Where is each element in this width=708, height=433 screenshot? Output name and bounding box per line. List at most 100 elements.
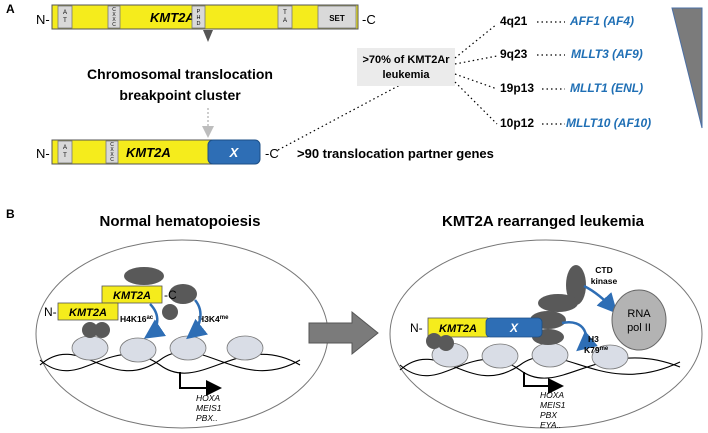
panel-b-label: B (6, 207, 15, 221)
right-n-terminus: N- (410, 321, 423, 335)
nucleosome (591, 344, 629, 370)
connector-10p12 (454, 81, 498, 125)
h3k79-methylation-arrow (561, 320, 598, 352)
fusion-x-label: X (509, 321, 519, 335)
fusion-c-terminus: -C (265, 146, 279, 161)
n-terminus-label: N- (36, 12, 50, 27)
nucleosome (119, 337, 157, 363)
ctd-label-line2: kinase (591, 276, 618, 286)
complex-subunit (124, 267, 164, 285)
rna-pol-ii (611, 289, 667, 351)
normal-title: Normal hematopoiesis (100, 213, 261, 230)
nucleosome (531, 342, 569, 368)
set-label: SET (329, 14, 345, 23)
gene-mllt3: MLLT3 (AF9) (571, 47, 643, 61)
fusion-to-box-connector (277, 84, 401, 151)
left-gene-2: MEIS1 (196, 403, 222, 413)
ctd-phosphorylation-arrow (583, 284, 618, 314)
leukemia-percentage-box (357, 48, 455, 86)
breakpoint-title-line2: breakpoint cluster (119, 87, 241, 103)
kmt2a-n-fragment (57, 302, 119, 321)
panel-a-label: A (6, 2, 15, 16)
fusion-x-part (485, 317, 543, 338)
gene-mllt10: MLLT10 (AF10) (566, 116, 651, 130)
rna-pol-line2: pol II (627, 322, 651, 334)
h3-label: H3 (588, 334, 599, 344)
complex-subunit (94, 322, 110, 338)
kmt2a-label: KMT2A (150, 10, 195, 25)
leukemia-box-line2: leukemia (382, 69, 430, 81)
complex-subunit (566, 265, 586, 305)
normal-hematopoiesis-panel: KMT2A -C KMT2A N- H4K16ac H3K4me HOXA ME… (35, 239, 329, 429)
fusion-kmt2a-part (51, 139, 213, 165)
kmt2a-n-fragment-label: KMT2A (69, 307, 107, 319)
nucleosome (226, 335, 264, 361)
c-terminus-label: -C (362, 12, 376, 27)
rna-pol-line1: RNA (627, 308, 651, 320)
h3k4me-label: H3K4me (198, 314, 229, 324)
phd-domain (191, 5, 206, 29)
right-gene-3: PBX (540, 410, 557, 420)
breakpoint-title-line1: Chromosomal translocation (87, 66, 273, 82)
locus-4q21: 4q21 (500, 14, 528, 28)
acetylation-arrow (143, 303, 167, 339)
transcription-arrow (179, 372, 222, 396)
normal-ellipse (35, 239, 329, 429)
at-hook-domain (57, 5, 73, 29)
fusion-x-label: X (229, 145, 240, 160)
methylation-arrow (186, 299, 208, 340)
dna-strand-1 (39, 351, 301, 372)
breakpoint-marker (203, 30, 213, 42)
ctd-label-line1: CTD (595, 265, 612, 275)
kmt2a-c-fragment-label: KMT2A (113, 290, 151, 302)
complex-subunit (438, 335, 454, 351)
k79me-label: K79me (584, 345, 609, 355)
right-gene-4: EYA.. (540, 420, 561, 430)
nucleosome (71, 335, 109, 361)
fusion-partner-x (207, 139, 261, 165)
connector-4q21 (454, 23, 498, 59)
leukemia-box-line1: >70% of KMT2Ar (362, 54, 450, 66)
fusion-n-terminus: N- (36, 146, 50, 161)
right-gene-1: HOXA (540, 390, 564, 400)
nucleosome (169, 335, 207, 361)
fusion-at-hook (57, 140, 73, 164)
nucleosome (481, 343, 519, 369)
frequency-wedge (671, 7, 703, 129)
connector-9q23 (454, 55, 498, 65)
locus-9q23: 9q23 (500, 47, 528, 61)
connector-19p13 (454, 73, 498, 90)
gene-aff1: AFF1 (AF4) (569, 14, 634, 28)
kmt2a-c-fragment (101, 285, 163, 304)
set-domain (317, 5, 357, 29)
transition-arrow (308, 310, 379, 356)
leukemia-title: KMT2A rearranged leukemia (442, 213, 645, 230)
complex-subunit (538, 294, 578, 312)
left-n-terminus: N- (44, 305, 57, 319)
right-gene-2: MEIS1 (540, 400, 566, 410)
left-gene-1: HOXA (196, 393, 220, 403)
left-c-terminus: -C (164, 288, 177, 302)
gene-mllt1: MLLT1 (ENL) (570, 81, 643, 95)
cxxc-domain (107, 5, 121, 29)
leukemia-panel: N- KMT2A X CTD kinase RNA pol II H3 K79m… (389, 239, 703, 430)
locus-10p12: 10p12 (500, 116, 534, 130)
fusion-kmt2a-label: KMT2A (439, 323, 477, 335)
ta-domain (277, 5, 293, 29)
complex-subunit (426, 333, 442, 349)
locus-19p13: 19p13 (500, 81, 534, 95)
left-gene-3: PBX.. (196, 413, 218, 423)
transcription-arrow (523, 372, 564, 394)
fusion-cxxc (105, 140, 119, 164)
fusion-kmt2a-label: KMT2A (126, 145, 171, 160)
partner-list: 4q21 AFF1 (AF4) 9q23 MLLT3 (AF9) 19p13 M… (500, 14, 651, 130)
complex-subunit (169, 284, 197, 304)
complex-subunit (82, 322, 98, 338)
